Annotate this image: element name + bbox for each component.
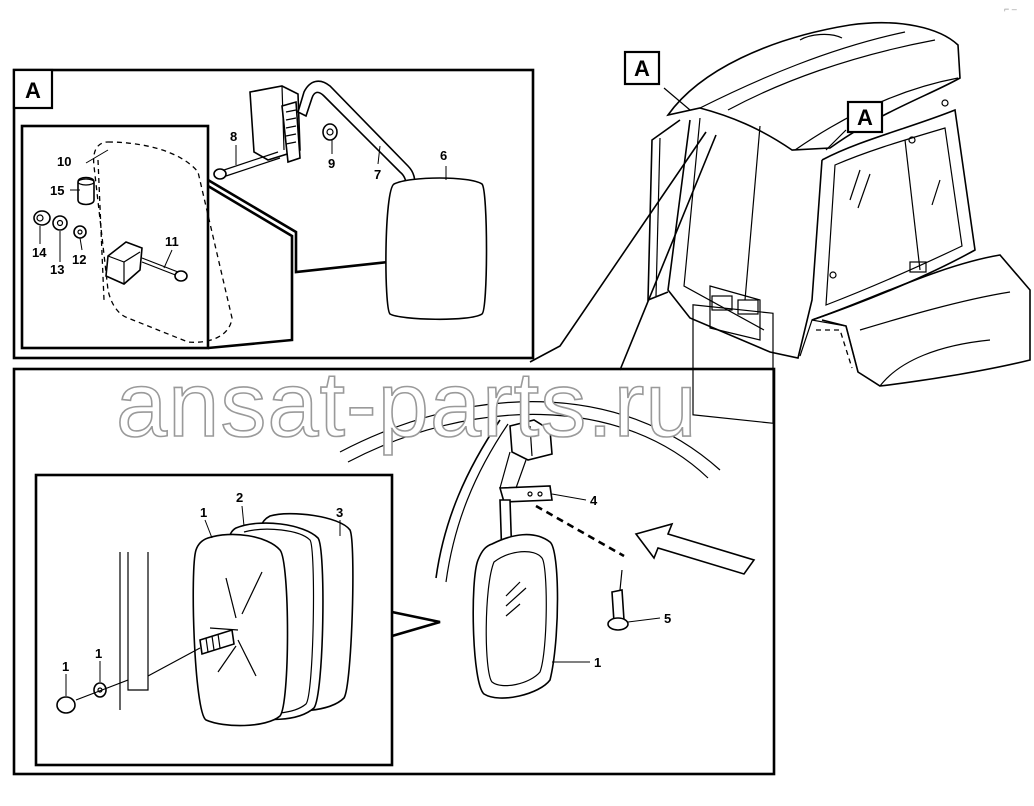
label-12: 12	[72, 252, 86, 267]
part-labels: 10 15 14 13 12 11 8 9 7 6 1 2 3 1 1 4 5 …	[32, 129, 671, 696]
label-2: 2	[236, 490, 243, 505]
label-6: 6	[440, 148, 447, 163]
label-9: 9	[328, 156, 335, 171]
label-1-cap: 1	[62, 659, 69, 674]
callout-lines	[529, 87, 847, 371]
label-4: 4	[590, 493, 598, 508]
label-14: 14	[32, 245, 47, 260]
label-3: 3	[336, 505, 343, 520]
cab-tag-right: A	[846, 100, 884, 134]
label-1-washer: 1	[95, 646, 102, 661]
label-5: 5	[664, 611, 671, 626]
label-15: 15	[50, 183, 64, 198]
detail-a-panel: A	[12, 68, 535, 360]
detail-a-tag: A	[25, 78, 41, 103]
corner-mark: ⌐ –	[1004, 4, 1017, 14]
cab-tag-left: A	[623, 50, 661, 86]
label-7: 7	[374, 167, 381, 182]
label-1-mirror: 1	[594, 655, 601, 670]
label-10: 10	[57, 154, 71, 169]
watermark: ansat-parts.ru	[116, 354, 698, 456]
label-13: 13	[50, 262, 64, 277]
main-assembly-panel	[12, 367, 776, 776]
label-1-glass: 1	[200, 505, 207, 520]
label-11: 11	[165, 234, 179, 249]
svg-text:A: A	[857, 105, 873, 130]
label-8: 8	[230, 129, 237, 144]
svg-text:A: A	[634, 56, 650, 81]
cab-illustration	[647, 22, 1031, 424]
